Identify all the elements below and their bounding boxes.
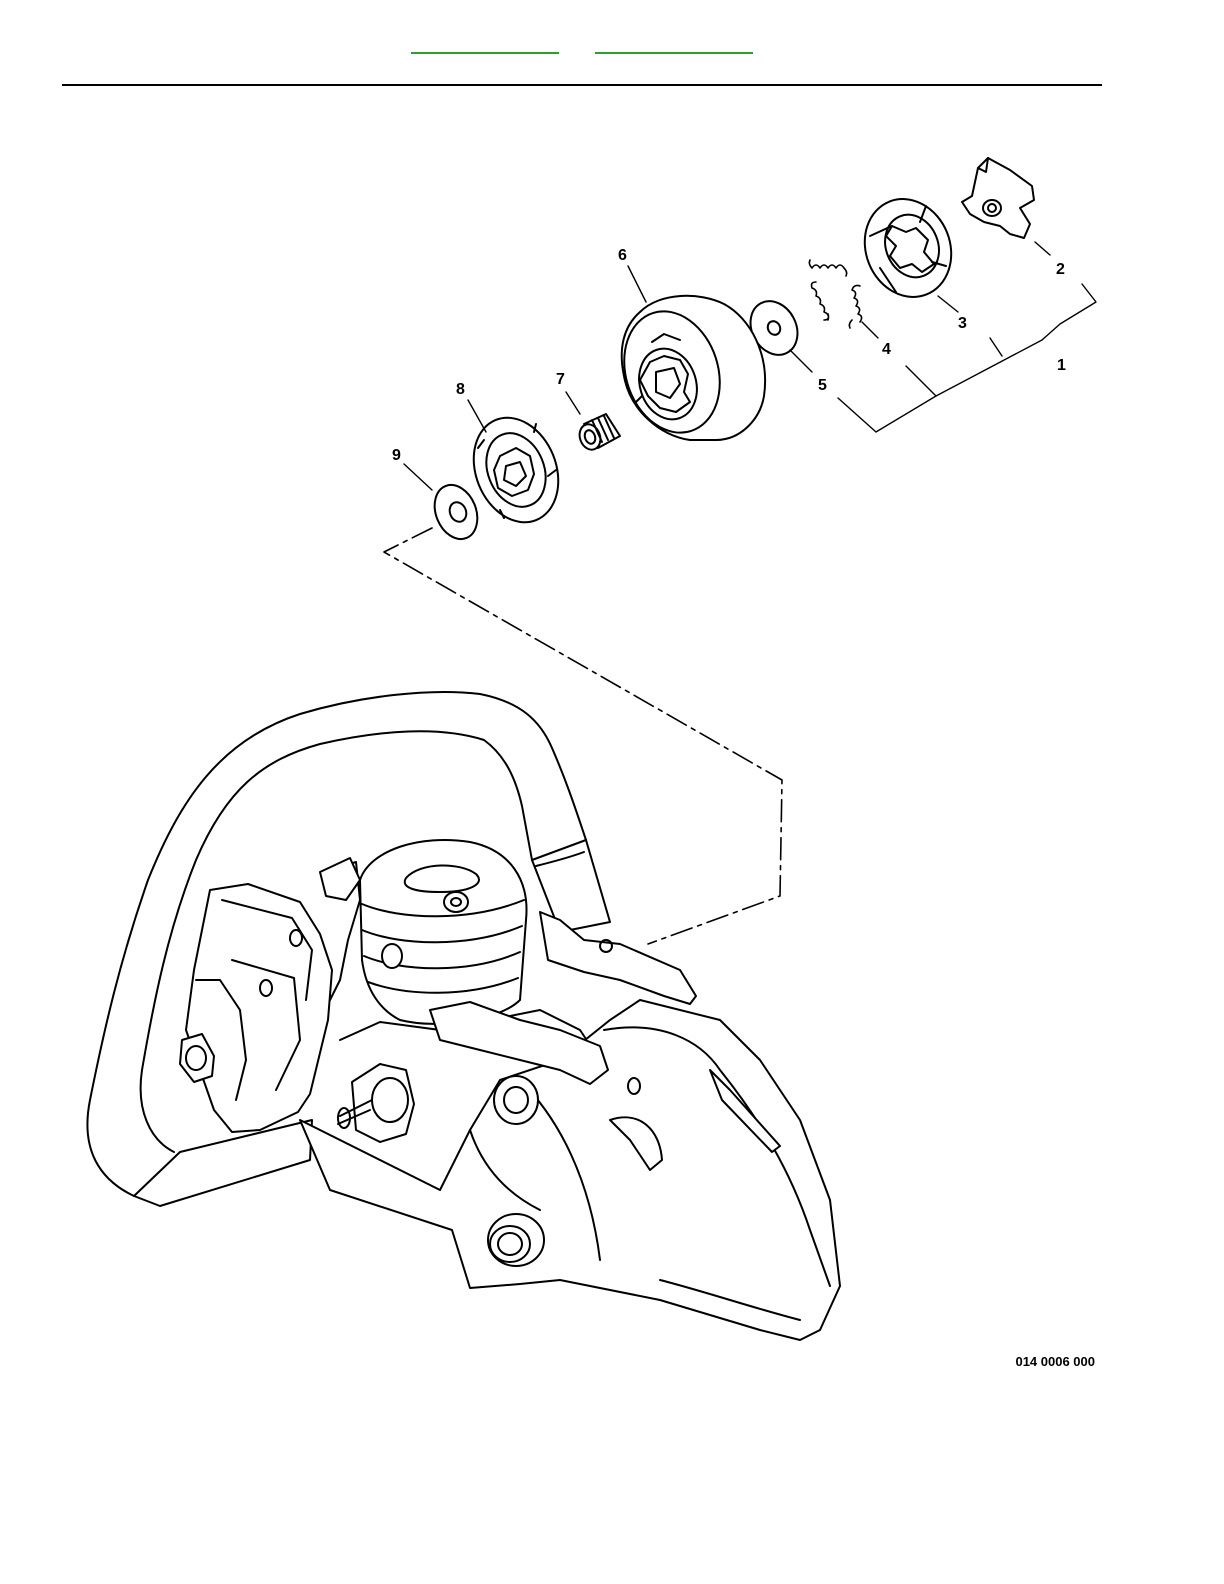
callout-2: 2: [1056, 261, 1065, 278]
chainsaw-powerhead: [87, 692, 840, 1340]
callout-5: 5: [818, 377, 827, 394]
callout-9: 9: [392, 447, 401, 464]
clutch-springs-part: [809, 260, 861, 328]
needle-bearing-part: [576, 414, 620, 453]
callout-6: 6: [618, 247, 627, 264]
clutch-drum-part: [609, 296, 765, 445]
clutch-hub-part: [962, 158, 1034, 238]
callout-7: 7: [556, 371, 565, 388]
inner-washer-part: [427, 479, 485, 546]
callout-3: 3: [958, 315, 967, 332]
figure-id: 014 0006 000: [985, 1354, 1095, 1369]
callout-8: 8: [456, 381, 465, 398]
callout-4: 4: [882, 341, 891, 358]
clutch-shoes-part: [850, 186, 965, 310]
callout-1: 1: [1057, 357, 1066, 374]
